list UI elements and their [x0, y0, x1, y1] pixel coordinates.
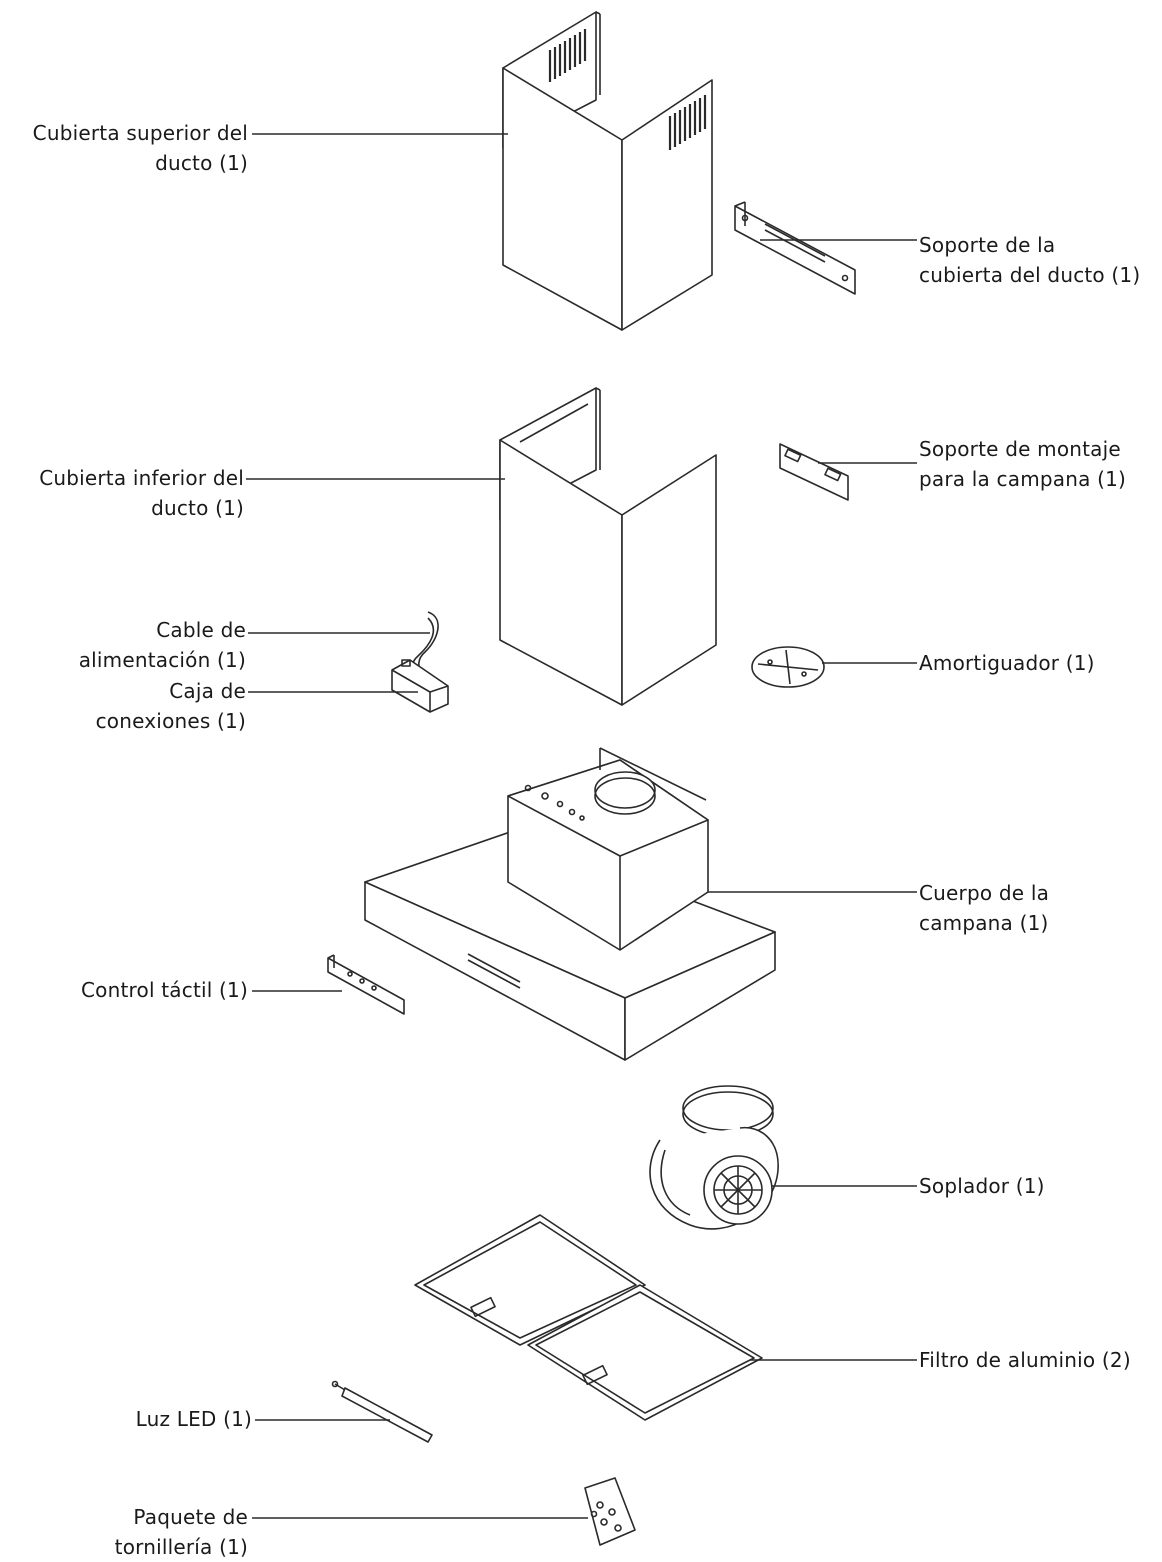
label-line: Soplador (1) [919, 1174, 1045, 1198]
label-hood-body: Cuerpo de la campana (1) [919, 878, 1049, 938]
hardware-pack-part [584, 1477, 636, 1546]
label-line: Amortiguador (1) [919, 651, 1095, 675]
leader-lines [246, 133, 917, 1519]
label-line: conexiones (1) [95, 709, 246, 733]
label-line: campana (1) [919, 911, 1049, 935]
label-line: Caja de [169, 679, 246, 703]
damper-part [751, 646, 825, 688]
label-line: Cubierta superior del [32, 121, 248, 145]
label-line: Luz LED (1) [135, 1407, 252, 1431]
label-line: para la campana (1) [919, 467, 1127, 491]
label-line: Cuerpo de la [919, 881, 1050, 905]
label-duct-cover-bracket: Soporte de la cubierta del ducto (1) [919, 230, 1140, 290]
label-power-cable: Cable de alimentación (1) [79, 615, 246, 675]
label-led-light: Luz LED (1) [136, 1404, 252, 1434]
label-junction-box: Caja de conexiones (1) [96, 676, 246, 736]
touch-control-part [327, 954, 405, 1015]
label-line: Soporte de la [919, 233, 1056, 257]
label-line: Control táctil (1) [81, 978, 248, 1002]
label-line: ducto (1) [155, 151, 248, 175]
label-blower: Soplador (1) [919, 1171, 1045, 1201]
label-line: tornillería (1) [114, 1535, 248, 1559]
hood-body-part [364, 747, 776, 1061]
label-line: cubierta del ducto (1) [919, 263, 1141, 287]
lower-duct-cover-part [499, 387, 717, 706]
led-light-part [331, 1380, 433, 1443]
label-line: Soporte de montaje [919, 437, 1121, 461]
duct-cover-bracket-part [734, 201, 856, 295]
label-lower-duct-cover: Cubierta inferior del ducto (1) [39, 463, 244, 523]
upper-duct-cover-part [502, 11, 713, 331]
label-line: Cubierta inferior del [39, 466, 244, 490]
junction-box-part [391, 659, 449, 713]
aluminum-filter-part [414, 1214, 763, 1421]
label-upper-duct-cover: Cubierta superior del ducto (1) [33, 118, 248, 178]
label-line: ducto (1) [151, 496, 244, 520]
label-touch-control: Control táctil (1) [81, 975, 248, 1005]
hood-mount-bracket-part [779, 443, 849, 501]
label-hardware-pack: Paquete de tornillería (1) [115, 1502, 248, 1562]
label-line: Paquete de [133, 1505, 248, 1529]
label-line: Filtro de aluminio (2) [919, 1348, 1131, 1372]
label-damper: Amortiguador (1) [919, 648, 1095, 678]
label-hood-mount-bracket: Soporte de montaje para la campana (1) [919, 434, 1126, 494]
label-line: alimentación (1) [78, 648, 246, 672]
label-line: Cable de [156, 618, 246, 642]
blower-part [649, 1085, 779, 1230]
label-aluminum-filter: Filtro de aluminio (2) [919, 1345, 1131, 1375]
